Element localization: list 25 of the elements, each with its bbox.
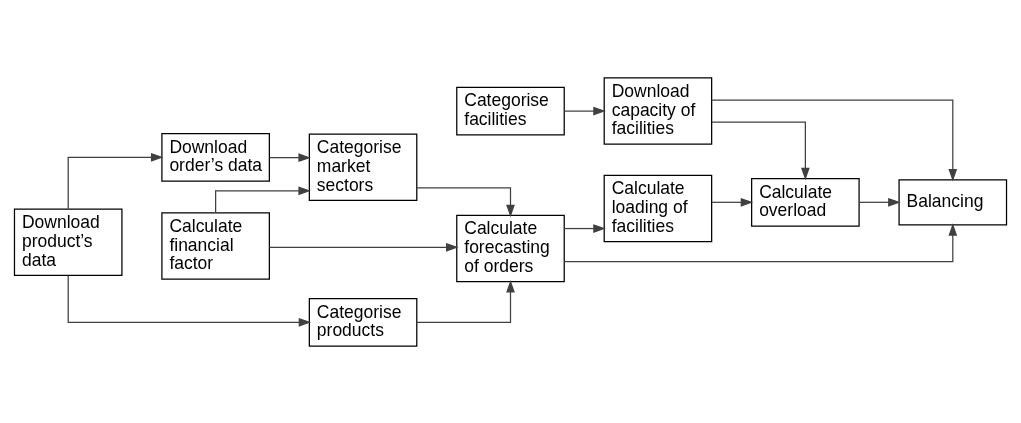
arrow [563, 106, 606, 115]
arrow [67, 152, 164, 209]
node-box: Calculate financial factor [161, 211, 270, 280]
node-box: Calculate forecasting of orders [456, 214, 565, 282]
arrow [215, 185, 311, 214]
arrow [563, 222, 958, 262]
arrow [711, 98, 958, 182]
arrow [858, 197, 901, 207]
node-box: Categorise market sectors [308, 133, 418, 201]
arrow [269, 152, 311, 162]
arrow [67, 274, 312, 327]
node-box: Calculate overload [751, 177, 860, 227]
node-box: Categorise products [308, 297, 418, 347]
arrow [711, 197, 754, 207]
arrow [416, 186, 515, 217]
node-box: Calculate loading of facilities [603, 174, 713, 242]
node-box: Download product’s data [13, 208, 123, 276]
node-box: Download order’s data [161, 132, 270, 182]
arrow [268, 242, 459, 252]
arrow [416, 279, 515, 323]
arrow [563, 223, 606, 233]
node-box: Categorise facilities [456, 86, 565, 135]
arrow [711, 121, 810, 180]
node-box: Balancing [898, 178, 1008, 225]
node-box: Download capacity of facilities [603, 76, 713, 145]
